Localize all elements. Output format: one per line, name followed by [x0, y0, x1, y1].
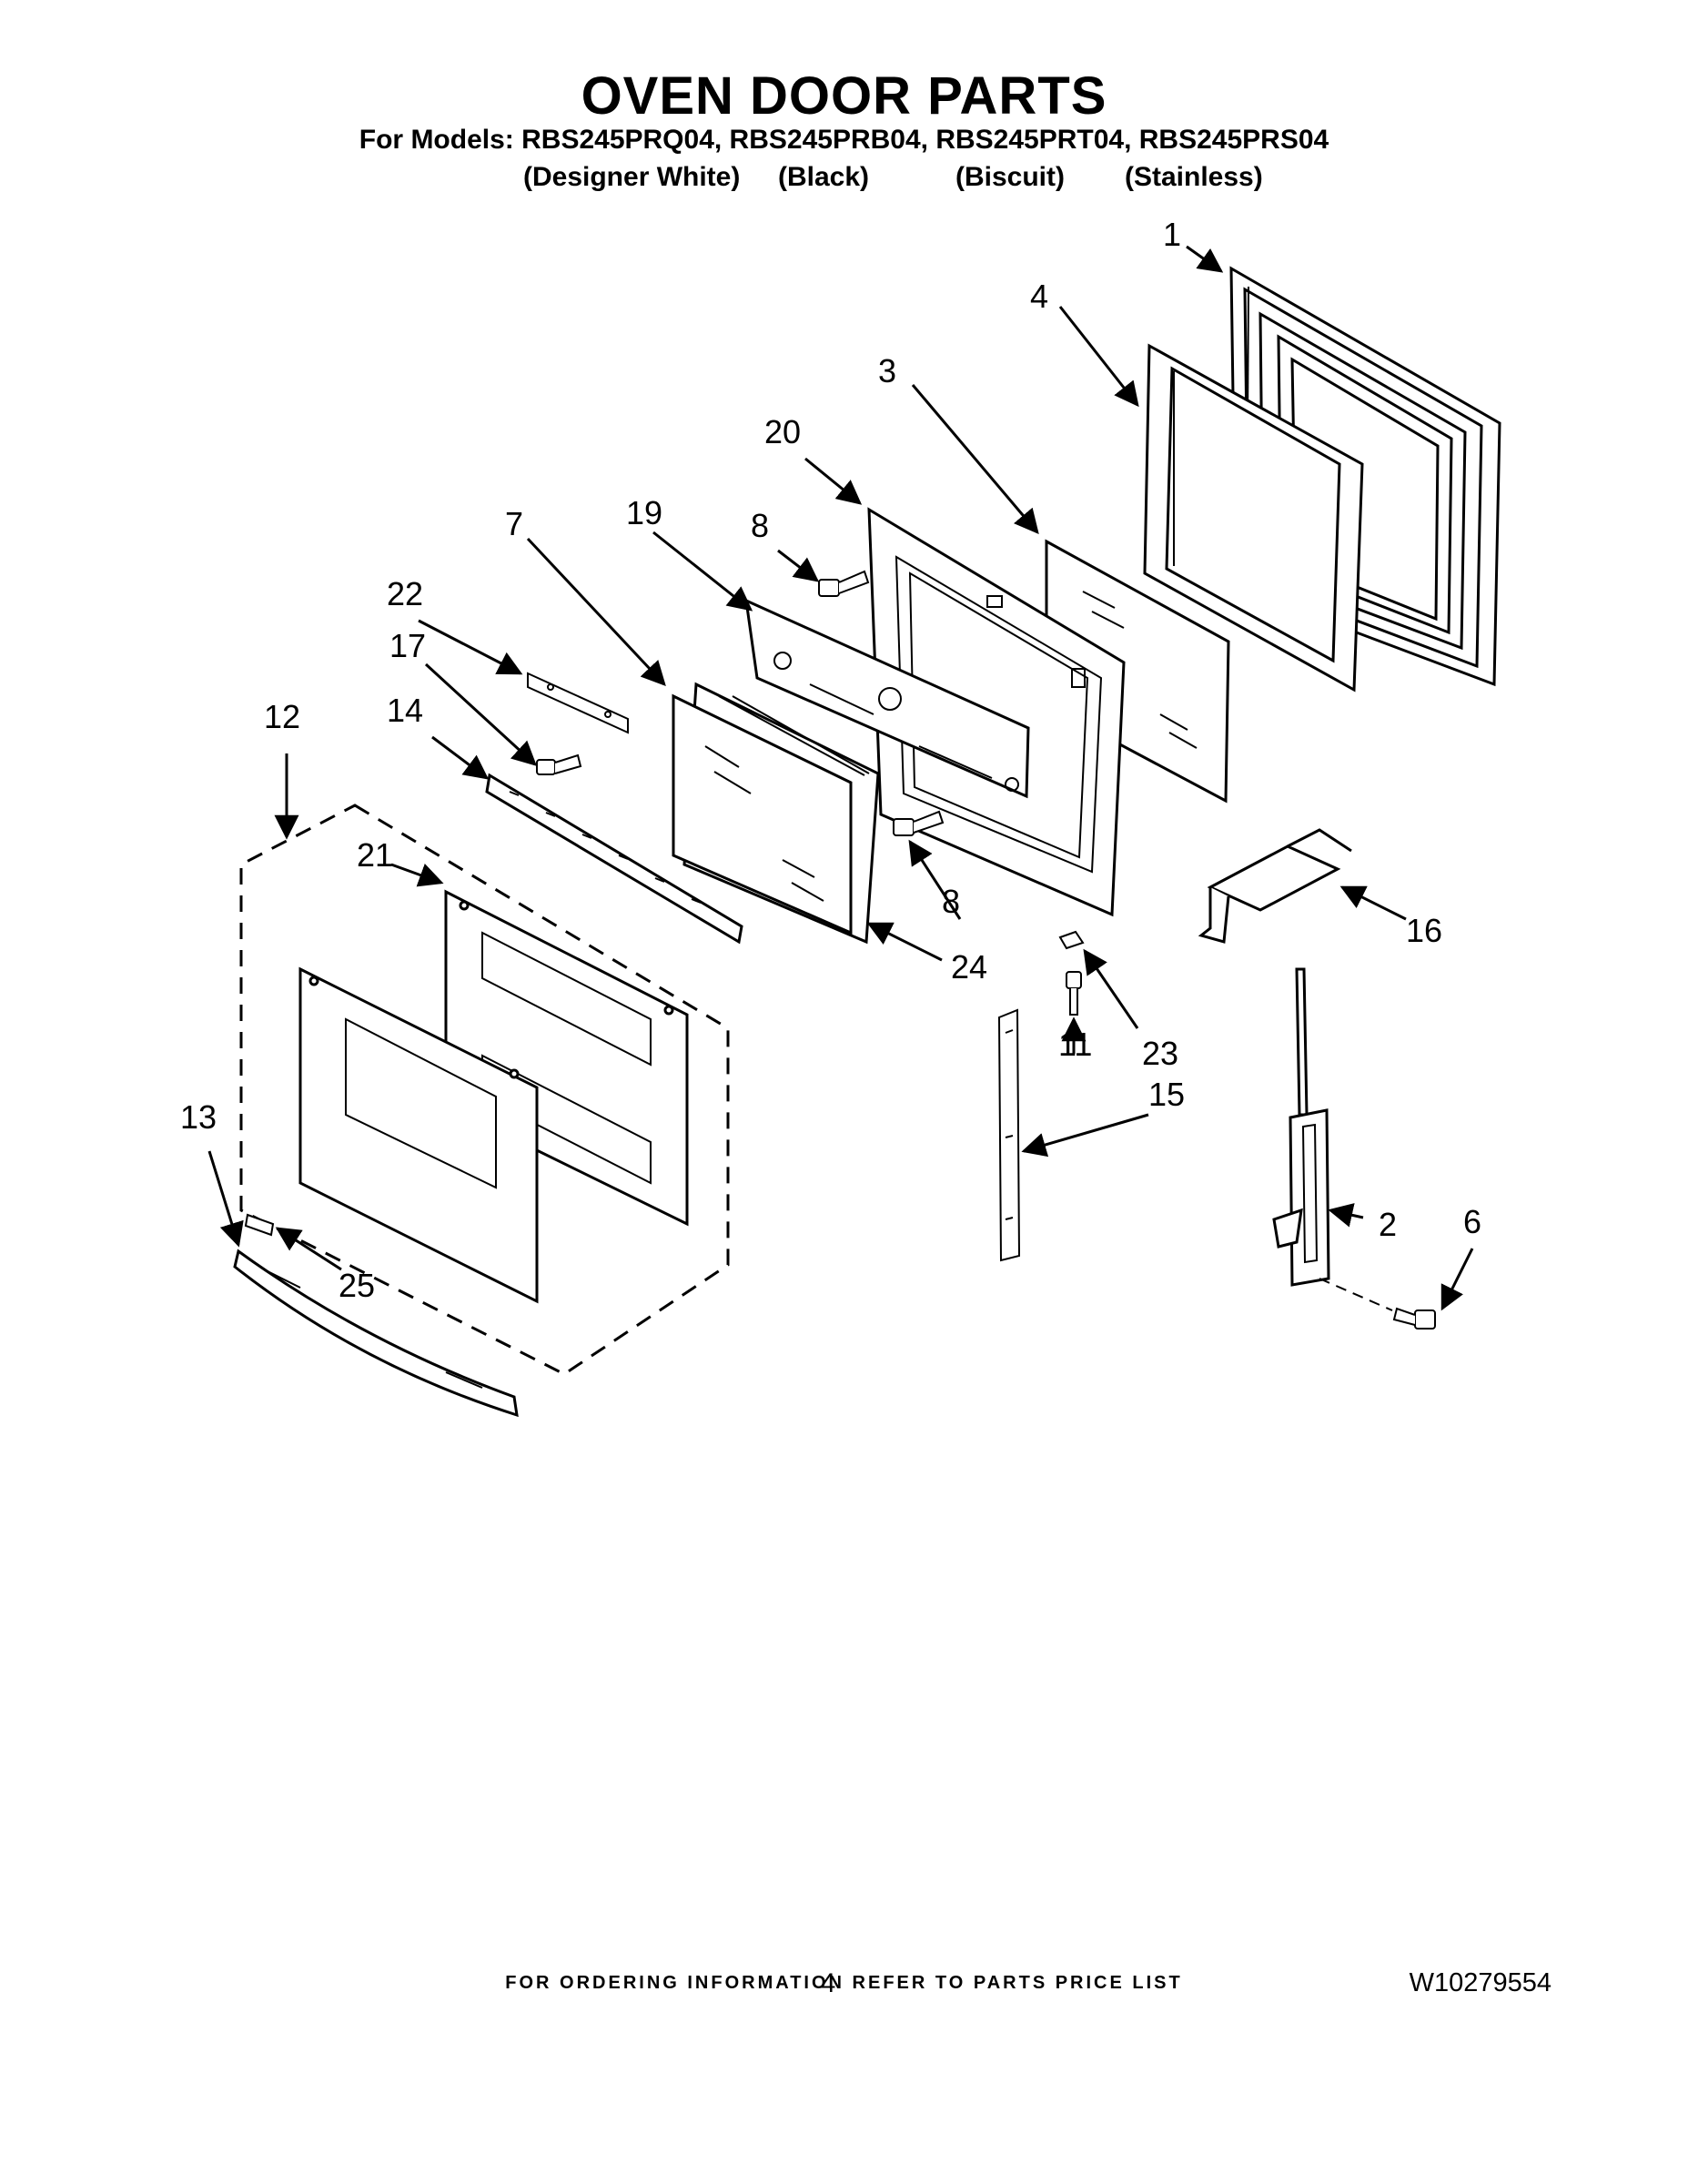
callout-13: 13 — [180, 1098, 217, 1136]
models-line: For Models: RBS245PRQ04, RBS245PRB04, RB… — [359, 125, 1329, 155]
part-17-screw — [536, 753, 582, 775]
callout-21: 21 — [357, 836, 393, 874]
callout-23: 23 — [1142, 1035, 1178, 1072]
callout-2: 2 — [1379, 1206, 1397, 1243]
callout-14: 14 — [387, 692, 423, 729]
part-2-door-hinge — [1272, 967, 1330, 1287]
hinge-screw-guide — [1319, 1278, 1393, 1311]
callout-4: 4 — [1030, 278, 1048, 315]
part-4-door-gasket — [1143, 343, 1364, 693]
color-black: (Black) — [778, 162, 870, 192]
part-15-hinge-receptacle — [997, 1008, 1021, 1262]
callout-6: 6 — [1463, 1203, 1481, 1240]
page-number: 4 — [820, 1968, 836, 1998]
callout-8-lower: 8 — [942, 883, 960, 920]
leader-lines — [207, 245, 1474, 1311]
callout-20: 20 — [764, 413, 801, 450]
document-number: W10279554 — [1409, 1968, 1552, 1997]
part-8-screw-upper — [818, 570, 870, 597]
color-biscuit: (Biscuit) — [955, 162, 1065, 192]
part-11-screw — [1066, 971, 1082, 1016]
callout-15: 15 — [1148, 1076, 1185, 1113]
page-title: OVEN DOOR PARTS — [581, 66, 1107, 126]
ordering-note: FOR ORDERING INFORMATION REFER TO PARTS … — [505, 1973, 1183, 1993]
part-6-screw — [1392, 1307, 1436, 1330]
callout-1: 1 — [1163, 216, 1181, 253]
callout-3: 3 — [878, 352, 896, 389]
part-outer-door-glass — [298, 966, 539, 1304]
part-8-screw-lower — [893, 810, 945, 836]
callout-19: 19 — [626, 494, 662, 531]
callout-22: 22 — [387, 575, 423, 612]
callout-8-upper: 8 — [751, 507, 769, 544]
part-16-hinge-bracket — [1198, 828, 1352, 944]
callout-24: 24 — [951, 948, 987, 986]
part-22-bracket — [527, 672, 629, 734]
callout-11: 11 — [1058, 1026, 1092, 1063]
part-19-heat-shield — [744, 598, 1030, 799]
callout-16: 16 — [1406, 912, 1442, 949]
part-25-spacer — [244, 1213, 275, 1237]
callout-labels: 1 4 3 20 7 19 8 22 17 12 14 21 8 24 16 2… — [180, 216, 1481, 1304]
callout-7: 7 — [505, 505, 523, 542]
color-stainless: (Stainless) — [1125, 162, 1263, 192]
callout-12: 12 — [264, 698, 300, 735]
part-23-clip — [1058, 930, 1085, 950]
callout-25: 25 — [339, 1267, 375, 1304]
part-13-door-handle — [233, 1249, 519, 1418]
callout-17: 17 — [389, 627, 426, 664]
color-designer-white: (Designer White) — [523, 162, 741, 192]
part-14-door-channel — [485, 773, 743, 945]
part-7-glass-panel — [672, 693, 853, 935]
